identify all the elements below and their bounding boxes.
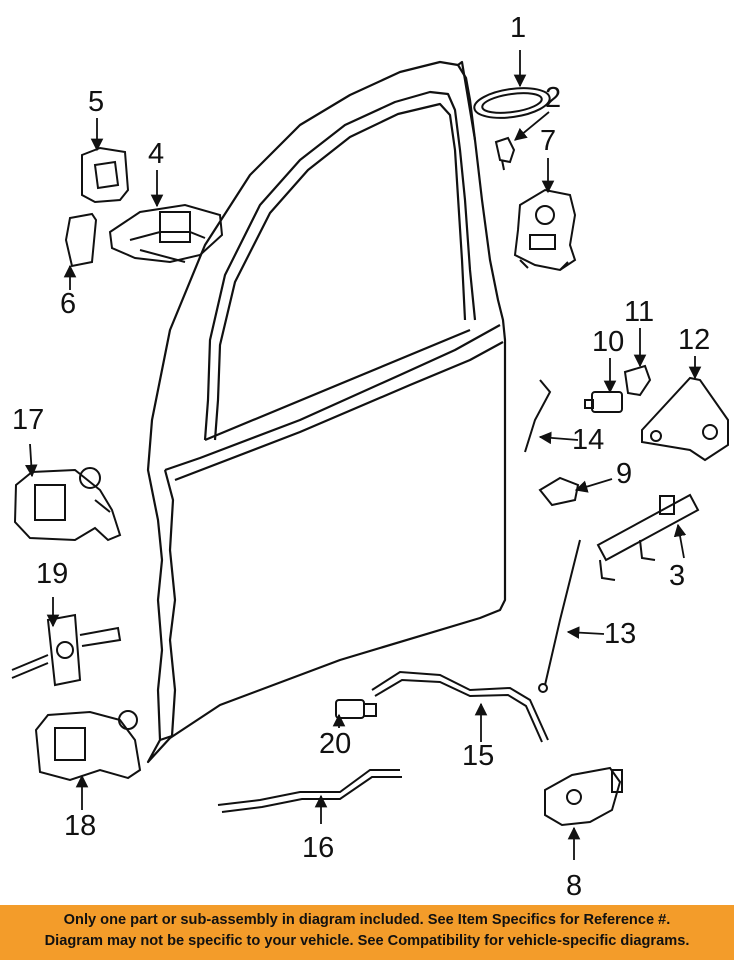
part-19-check-link [11, 613, 122, 687]
callout-9: 9 [616, 458, 633, 490]
callout-14: 14 [572, 424, 605, 456]
callout-10: 10 [592, 326, 625, 358]
callout-15: 15 [462, 740, 495, 772]
part-13-rod [538, 539, 581, 693]
door-parts-diagram [11, 50, 729, 860]
callout-3: 3 [669, 560, 686, 592]
part-16-cable [217, 769, 402, 813]
callout-18: 18 [64, 810, 97, 842]
callout-17: 17 [12, 404, 45, 436]
callout-11: 11 [624, 296, 655, 328]
callout-5: 5 [88, 86, 105, 118]
part-10-switch [584, 391, 623, 413]
part-5-handle-bracket [81, 146, 130, 204]
callout-2: 2 [545, 82, 562, 114]
callout-20: 20 [319, 728, 352, 760]
part-20-switch [335, 699, 377, 719]
door-shell [146, 60, 507, 764]
part-14-rod [524, 379, 552, 453]
part-3-inside-handle [596, 493, 700, 581]
callout-16: 16 [302, 832, 335, 864]
disclaimer-banner: Only one part or sub-assembly in diagram… [0, 905, 734, 960]
callout-7: 7 [540, 125, 557, 157]
callout-13: 13 [604, 618, 637, 650]
part-1-bezel [473, 87, 551, 119]
disclaimer-line-1: Only one part or sub-assembly in diagram… [63, 912, 671, 928]
part-9-rod-clip [538, 476, 580, 507]
callout-12: 12 [678, 324, 711, 356]
part-15-cable [371, 670, 549, 743]
callout-8: 8 [566, 870, 583, 902]
part-18-lower-hinge [34, 710, 142, 782]
part-4-outside-handle [108, 203, 224, 264]
callout-1: 1 [510, 12, 527, 44]
part-8-lock-motor [544, 766, 623, 827]
part-17-upper-hinge [13, 467, 122, 542]
callout-6: 6 [60, 288, 77, 320]
part-7-lock-actuator [513, 188, 577, 272]
disclaimer-line-2: Diagram may not be specific to your vehi… [44, 933, 690, 949]
part-6-pad [64, 212, 98, 268]
part-2-clip [494, 136, 516, 171]
callout-4: 4 [148, 138, 165, 170]
part-12-bracket-arm [641, 376, 729, 462]
leader-arrows [25, 50, 702, 860]
callout-19: 19 [36, 558, 69, 590]
part-11-clip [623, 364, 652, 397]
